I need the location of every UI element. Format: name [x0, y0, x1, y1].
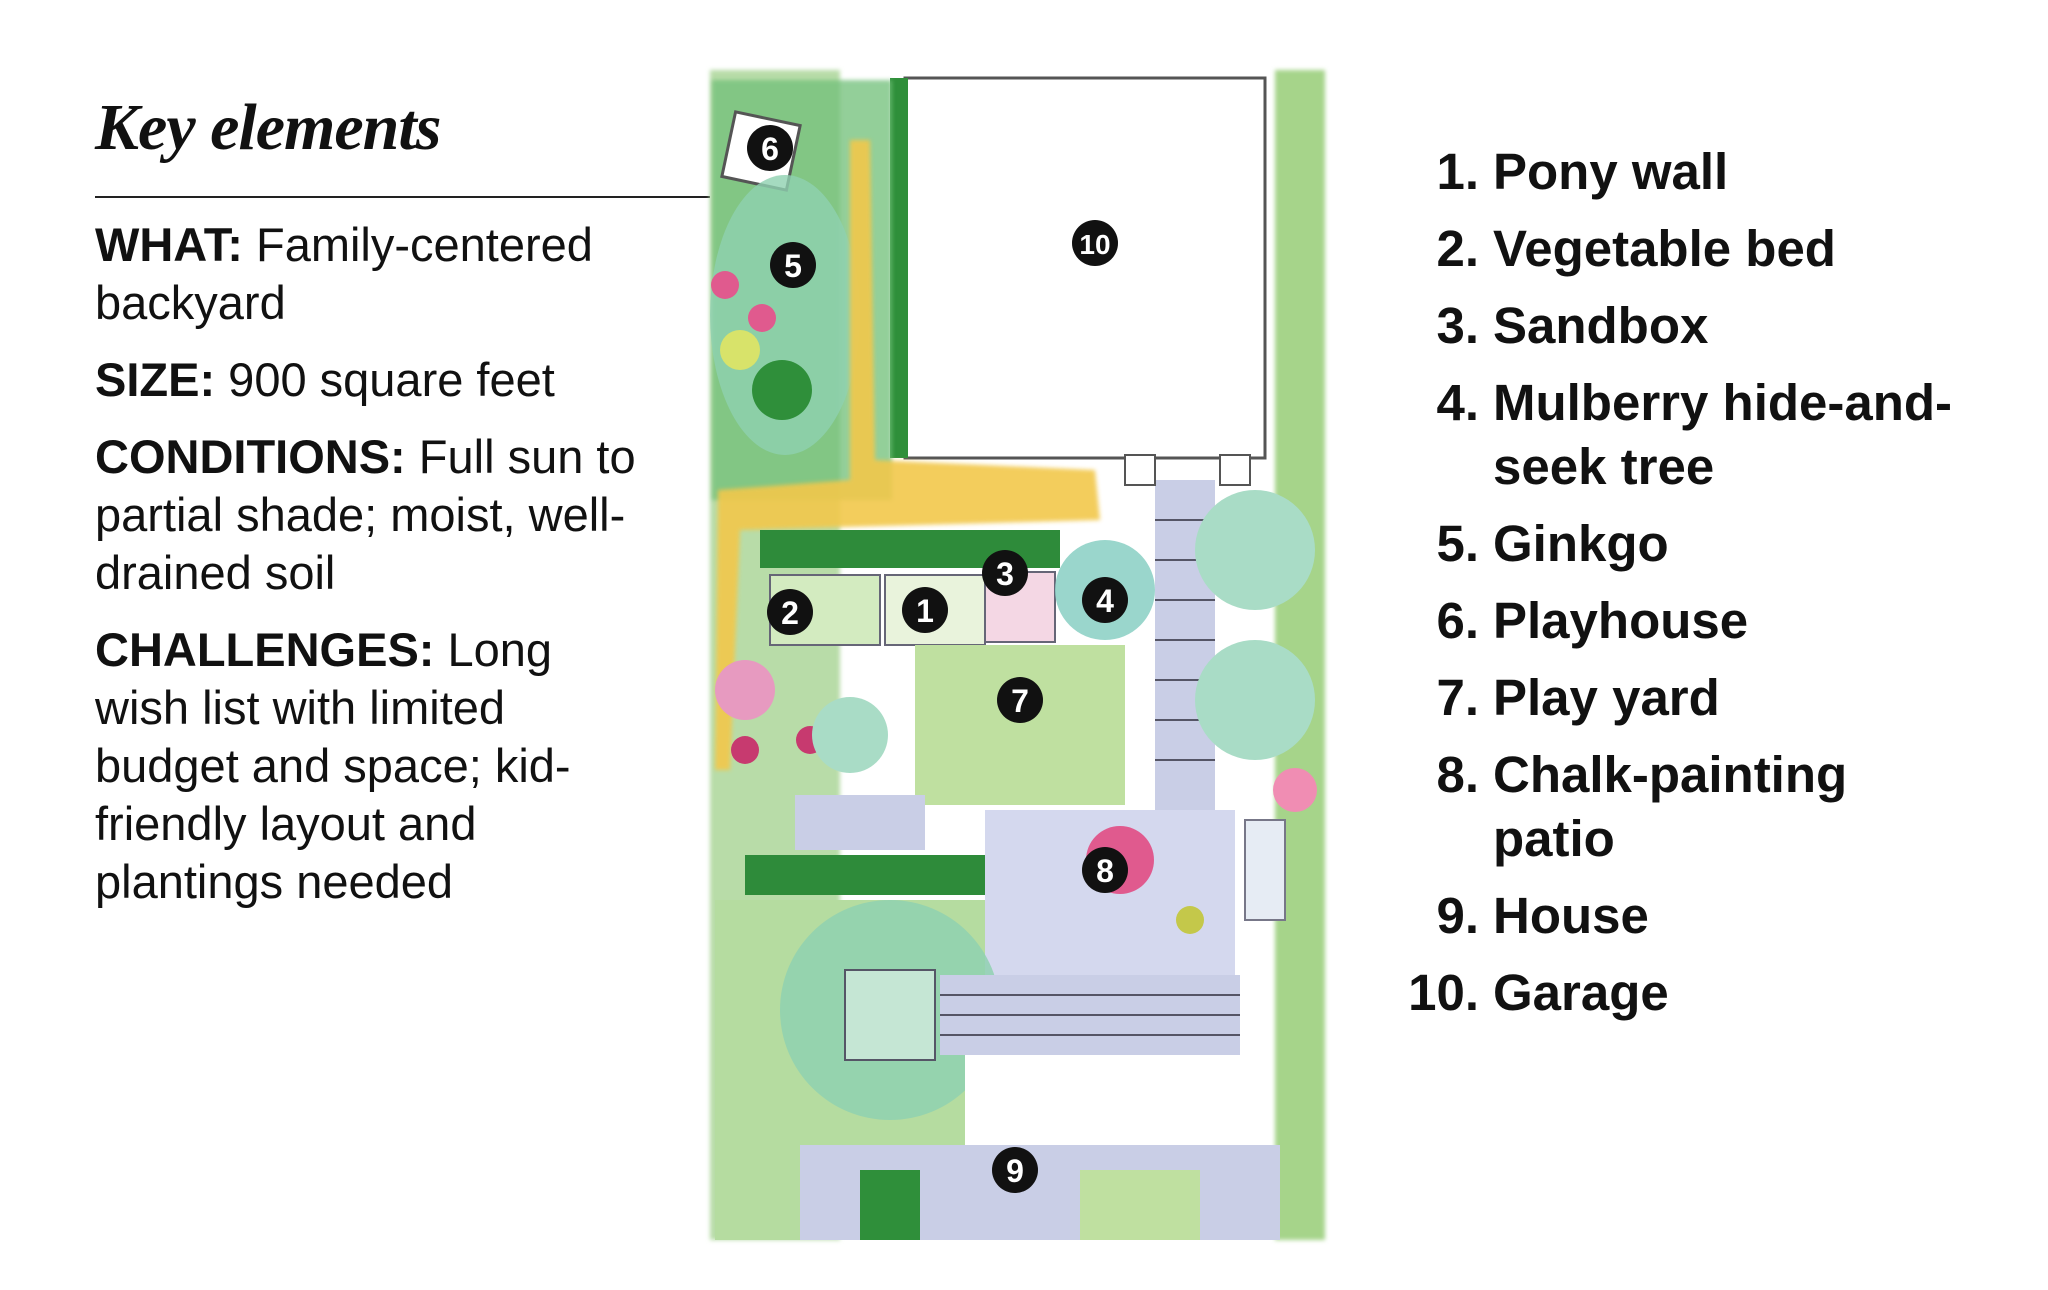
ginkgo-canopy: [710, 175, 860, 455]
spec-what: WHAT: Family-centered backyard: [95, 216, 655, 332]
house-planter: [860, 1170, 920, 1240]
marker-9: 9: [992, 1147, 1038, 1193]
legend-number: 2.: [1436, 220, 1479, 277]
legend-label: House: [1493, 887, 1649, 944]
house: [965, 1055, 1245, 1145]
marker-10: 10: [1072, 220, 1118, 266]
key-elements-heading: Key elements: [95, 91, 441, 164]
blossom: [715, 660, 775, 720]
tree: [1195, 640, 1315, 760]
legend-item: 3.Sandbox: [1395, 294, 1995, 358]
marker-label: 7: [1011, 683, 1029, 719]
garden-plan-illustration: 1 2 3 4 5 6 7 8 9 10: [710, 70, 1325, 1240]
marker-7: 7: [997, 677, 1043, 723]
legend-item: 7.Play yard: [1395, 666, 1995, 730]
legend-number: 6.: [1436, 592, 1479, 649]
blossom: [711, 271, 739, 299]
spec-size: SIZE: 900 square feet: [95, 351, 655, 409]
legend-label: Chalk-painting patio: [1493, 746, 1848, 867]
marker-label: 3: [996, 556, 1014, 592]
legend-item: 1.Pony wall: [1395, 140, 1995, 204]
legend-number: 9.: [1436, 887, 1479, 944]
paver: [1219, 454, 1251, 486]
blossom: [1273, 768, 1317, 812]
spec-list: WHAT: Family-centered backyard SIZE: 900…: [95, 216, 655, 930]
lower-stairs: [795, 795, 925, 850]
marker-label: 4: [1096, 583, 1114, 619]
marker-1: 1: [902, 587, 948, 633]
marker-label: 2: [781, 595, 799, 631]
garage-side-strip: [890, 78, 908, 458]
marker-label: 6: [761, 131, 779, 167]
spec-value: Family-centered backyard: [95, 218, 593, 329]
planter: [1244, 819, 1286, 921]
marker-2: 2: [767, 589, 813, 635]
lower-hedge: [745, 855, 985, 895]
blossom: [748, 304, 776, 332]
legend-item: 4.Mulberry hide-and-seek tree: [1395, 371, 1995, 499]
legend-item: 9.House: [1395, 884, 1995, 948]
legend-number: 8.: [1436, 746, 1479, 803]
marker-3: 3: [982, 550, 1028, 596]
tree: [1195, 490, 1315, 610]
spec-label: CONDITIONS:: [95, 430, 406, 483]
spec-value: 900 square feet: [215, 353, 555, 406]
legend-label: Ginkgo: [1493, 515, 1669, 572]
legend-label: Mulberry hide-and-seek tree: [1493, 374, 1953, 495]
heading-rule: [95, 196, 710, 198]
spec-value: Full sun to partial shade; moist, well-d…: [95, 430, 636, 599]
marker-label: 9: [1006, 1153, 1024, 1189]
marker-5: 5: [770, 242, 816, 288]
legend-number: 5.: [1436, 515, 1479, 572]
legend-item: 6.Playhouse: [1395, 589, 1995, 653]
spec-label: SIZE:: [95, 353, 216, 406]
legend-number: 7.: [1436, 669, 1479, 726]
legend-label: Vegetable bed: [1493, 220, 1836, 277]
shrub: [1176, 906, 1204, 934]
legend-item: 5.Ginkgo: [1395, 512, 1995, 576]
marker-8: 8: [1082, 847, 1128, 893]
legend-label: Pony wall: [1493, 143, 1729, 200]
legend-item: 8.Chalk-painting patio: [1395, 743, 1995, 871]
marker-4: 4: [1082, 577, 1128, 623]
legend-list: 1.Pony wall 2.Vegetable bed 3.Sandbox 4.…: [1395, 140, 1995, 1038]
legend-label: Playhouse: [1493, 592, 1749, 649]
legend-item: 10.Garage: [1395, 961, 1995, 1025]
house-step-treads: [940, 994, 1240, 1036]
blossom: [731, 736, 759, 764]
legend-label: Play yard: [1493, 669, 1720, 726]
planter-box: [844, 969, 936, 1061]
legend-number: 10.: [1408, 964, 1479, 1021]
spec-value: Long wish list with limited budget and s…: [95, 623, 571, 908]
garage: [903, 76, 1267, 460]
legend-number: 4.: [1436, 374, 1479, 431]
marker-label: 8: [1096, 853, 1114, 889]
legend-item: 2.Vegetable bed: [1395, 217, 1995, 281]
shrub: [720, 330, 760, 370]
legend-label: Sandbox: [1493, 297, 1709, 354]
tree: [812, 697, 888, 773]
marker-label: 5: [784, 248, 802, 284]
marker-label: 10: [1079, 229, 1110, 260]
spec-label: WHAT:: [95, 218, 243, 271]
paver: [1124, 454, 1156, 486]
legend-number: 1.: [1436, 143, 1479, 200]
spec-challenges: CHALLENGES: Long wish list with limited …: [95, 621, 655, 911]
legend-number: 3.: [1436, 297, 1479, 354]
play-yard-lawn: [915, 645, 1125, 805]
legend-label: Garage: [1493, 964, 1669, 1021]
shrub: [752, 360, 812, 420]
marker-label: 1: [916, 593, 934, 629]
marker-6: 6: [747, 125, 793, 171]
spec-conditions: CONDITIONS: Full sun to partial shade; m…: [95, 428, 655, 602]
spec-label: CHALLENGES:: [95, 623, 435, 676]
house-planter: [1080, 1170, 1200, 1240]
